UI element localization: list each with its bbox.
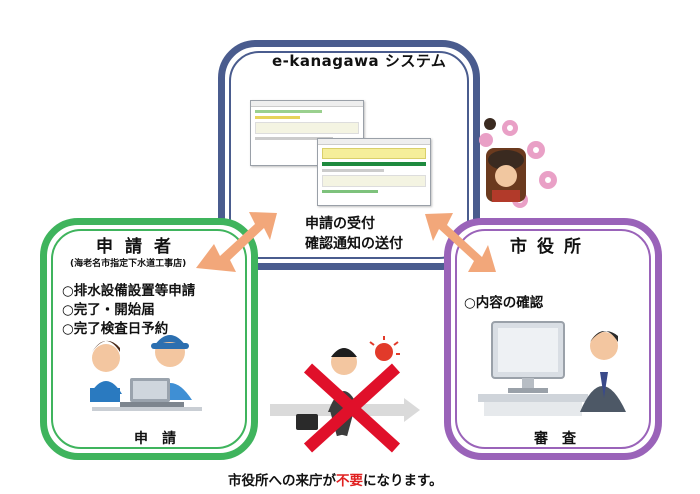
people-laptop-icon — [90, 335, 202, 411]
applicant-footer: 申請 — [134, 431, 190, 447]
applicant-item: ○完了・開始届 — [62, 302, 155, 318]
system-title: e-kanagawa システム — [272, 52, 447, 70]
system-line-notify: 確認通知の送付 — [305, 236, 403, 252]
clerk-computer-icon — [478, 321, 626, 416]
applicant-item: ○完了検査日予約 — [62, 321, 169, 337]
applicant-subtitle: (海老名市指定下水道工事店) — [70, 259, 187, 269]
city-title: 市役所 — [510, 237, 591, 257]
applicant-item: ○排水設備設置等申請 — [62, 283, 196, 299]
system-line-receive: 申請の受付 — [305, 216, 375, 232]
bottom-caption: 市役所への来庁が不要になります。 — [228, 469, 443, 489]
double-arrow-icon — [425, 213, 496, 272]
mascot-icon — [479, 118, 557, 208]
cross-icon — [303, 363, 401, 453]
city-item: ○内容の確認 — [464, 295, 544, 311]
bottom-caption-after: になります。 — [363, 473, 443, 489]
city-footer: 審査 — [534, 431, 590, 447]
bottom-caption-highlight: 不要 — [336, 473, 363, 489]
applicant-title: 申請者 — [96, 237, 183, 257]
bottom-caption-before: 市役所への来庁が — [228, 473, 336, 489]
window-screenshot-icon — [317, 138, 431, 206]
double-arrow-icon — [196, 212, 277, 272]
